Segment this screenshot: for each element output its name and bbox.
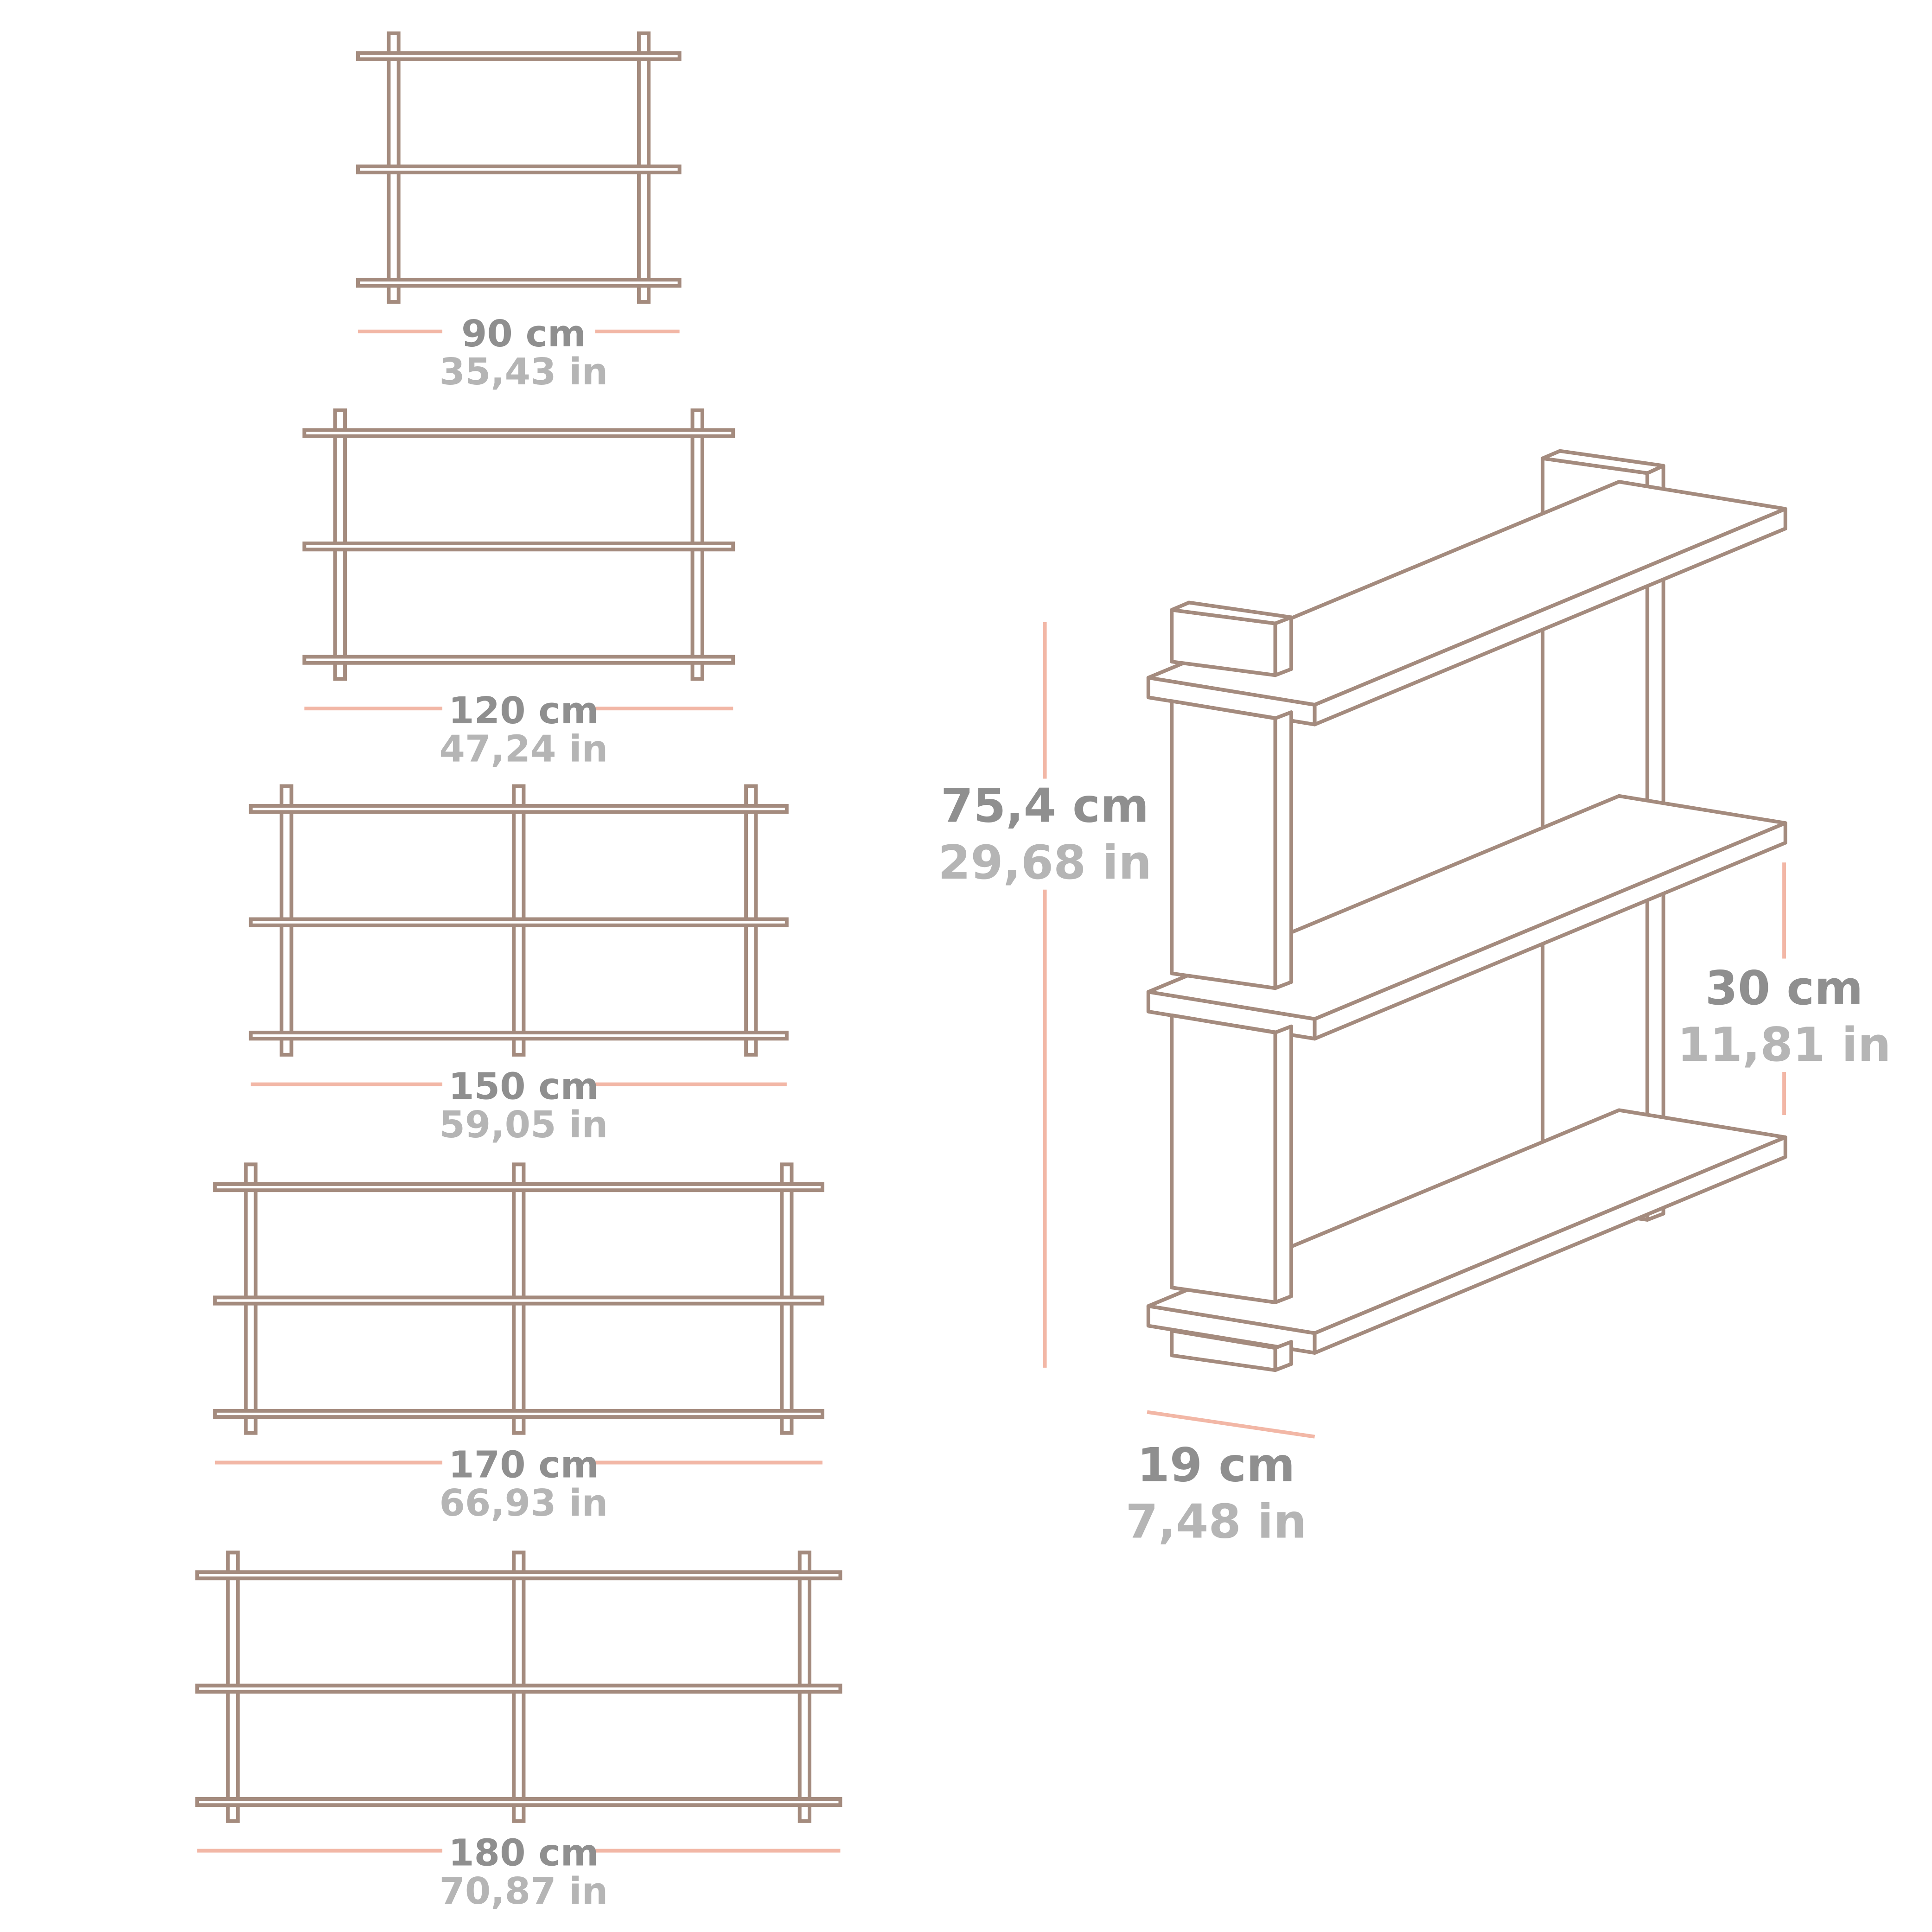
iso-shelf-front-face: [1313, 1135, 1787, 1355]
width-in-label: 47,24 in: [439, 727, 608, 770]
front-shelf: [356, 164, 682, 175]
width-in-label: 66,93 in: [439, 1481, 608, 1524]
front-shelf: [195, 1570, 842, 1581]
front-post-segment: [1170, 699, 1277, 990]
front-shelf: [302, 655, 735, 665]
front-shelf: [302, 428, 735, 438]
front-shelf: [213, 1409, 824, 1419]
width-cm-label: 180 cm: [448, 1831, 599, 1874]
back-post-top-face: [1541, 449, 1665, 475]
iso-shelf-front-face: [1313, 507, 1787, 727]
front-shelf: [213, 1182, 824, 1192]
width-cm-label: 170 cm: [448, 1443, 599, 1486]
front-shelf: [195, 1683, 842, 1694]
shelf-spacing-dimension: 30 cm 11,81 in: [1677, 862, 1891, 1116]
width-cm-label: 90 cm: [461, 312, 586, 355]
front-post-top-side: [1273, 615, 1294, 677]
width-cm-label: 150 cm: [448, 1065, 599, 1108]
front-shelf: [249, 1031, 789, 1041]
depth-dimension-line: [1147, 1410, 1315, 1439]
depth-cm-label: 19 cm: [1137, 1437, 1295, 1492]
depth-in-label: 7,48 in: [1126, 1494, 1307, 1549]
front-post-segment-side: [1273, 1024, 1294, 1304]
front-post-segment: [1170, 1013, 1277, 1304]
width-cm-label: 120 cm: [448, 689, 599, 732]
spacing-in-label: 11,81 in: [1677, 1017, 1891, 1072]
height-in-label: 29,68 in: [938, 835, 1152, 890]
height-dimension: 75,4 cm 29,68 in: [938, 622, 1152, 1368]
front-shelf: [356, 278, 682, 288]
depth-dimension: 19 cm 7,48 in: [1126, 1410, 1315, 1549]
iso-shelf-front-face: [1313, 821, 1787, 1041]
isometric-shelf-view: [1146, 449, 1787, 1372]
width-in-label: 59,05 in: [439, 1103, 608, 1146]
front-shelf: [356, 51, 682, 61]
height-cm-label: 75,4 cm: [941, 778, 1149, 833]
front-shelf: [302, 541, 735, 552]
width-in-label: 35,43 in: [439, 350, 608, 393]
spacing-cm-label: 30 cm: [1705, 961, 1863, 1015]
front-post-foot-side: [1273, 1340, 1294, 1372]
front-shelf: [249, 804, 789, 814]
front-shelf: [213, 1295, 824, 1306]
front-shelf: [249, 917, 789, 927]
width-in-label: 70,87 in: [439, 1869, 608, 1913]
front-shelf: [195, 1797, 842, 1807]
front-post-segment-side: [1273, 710, 1294, 990]
